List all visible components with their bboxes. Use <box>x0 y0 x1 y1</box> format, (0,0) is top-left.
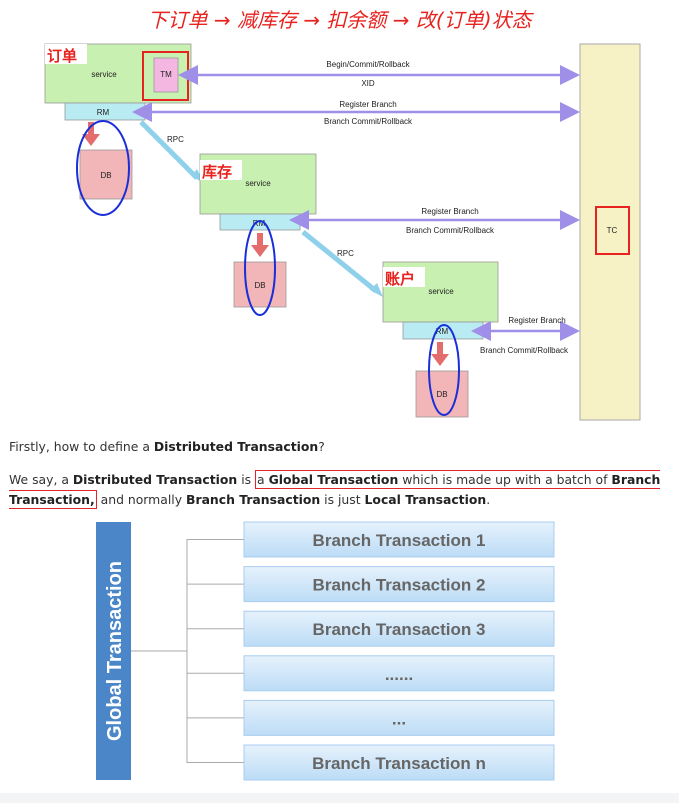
order-db-label: DB <box>100 171 111 180</box>
rpc-arrow-2 <box>301 230 378 293</box>
global-transaction-label: Global Transaction <box>104 561 126 741</box>
account-label: 账户 <box>385 270 415 288</box>
account-rm-label: RM <box>436 327 449 336</box>
xid-label: XID <box>361 79 375 88</box>
global-transaction-diagram: Global Transaction Branch Transaction 1 B… <box>0 515 679 785</box>
rpc-label-1: RPC <box>167 135 184 144</box>
branch-transaction-box <box>243 610 555 647</box>
inventory-service-label: service <box>245 179 271 188</box>
inventory-register-label: Register Branch <box>421 207 478 216</box>
inventory-label: 库存 <box>202 163 232 181</box>
order-branch-commit-label: Branch Commit/Rollback <box>324 117 413 126</box>
account-service-label: service <box>428 287 454 296</box>
inventory-label-bg <box>200 160 242 180</box>
page-title: 下订单 → 减库存 → 扣余额 → 改(订单)状态 <box>147 8 532 32</box>
order-rm-label: RM <box>97 108 110 117</box>
branch-transaction-label: Branch Transaction 2 <box>313 576 486 595</box>
rpc-label-2: RPC <box>337 249 354 258</box>
bottom-strip <box>0 793 679 803</box>
global-transaction-bar <box>96 522 131 780</box>
branch-transaction-box <box>243 521 555 558</box>
order-register-label: Register Branch <box>339 100 396 109</box>
branch-transaction-label: ...... <box>385 665 413 684</box>
branch-transaction-label: Branch Transaction n <box>312 754 486 773</box>
inventory-rm-label: RM <box>253 219 266 228</box>
architecture-diagram: TC service TM 订单 RM DB Begin/Commit/Roll… <box>41 40 675 424</box>
account-db-label: DB <box>436 390 447 399</box>
paragraph-intro: Firstly, how to define a Distributed Tra… <box>9 439 325 454</box>
tc-highlight <box>595 206 630 255</box>
branch-transaction-box <box>243 566 555 603</box>
inventory-db-arrow <box>251 233 269 257</box>
order-db-box <box>79 149 133 200</box>
inventory-db-label: DB <box>254 281 265 290</box>
order-label-bg <box>45 44 87 64</box>
begin-commit-label: Begin/Commit/Rollback <box>326 60 410 69</box>
branch-transaction-box <box>243 699 555 736</box>
tm-label: TM <box>160 70 172 79</box>
highlight-box: a Global Transaction which is made up wi… <box>9 470 661 509</box>
order-db-arrow <box>82 122 100 146</box>
inventory-db-box <box>233 261 287 308</box>
account-db-ellipse <box>428 324 460 416</box>
account-label-bg <box>383 267 425 287</box>
branch-transaction-box <box>243 655 555 692</box>
tc-label: TC <box>607 226 618 235</box>
account-db-arrow <box>431 342 449 366</box>
order-label: 订单 <box>47 47 77 65</box>
order-service-label: service <box>91 70 117 79</box>
branch-transaction-label: Branch Transaction 3 <box>313 620 486 639</box>
order-db-ellipse <box>76 120 130 216</box>
paragraph-definition: We say, a Distributed Transaction is a G… <box>9 470 661 509</box>
inventory-branch-commit-label: Branch Commit/Rollback <box>406 226 495 235</box>
branch-transaction-box <box>243 744 555 781</box>
account-register-label: Register Branch <box>508 316 565 325</box>
rpc-arrow-2-head <box>370 283 383 297</box>
rpc-arrow-1 <box>139 120 199 180</box>
inventory-db-ellipse <box>244 220 276 316</box>
account-branch-commit-label: Branch Commit/Rollback <box>480 346 569 355</box>
branch-transaction-label: ... <box>392 709 406 728</box>
branch-transaction-label: Branch Transaction 1 <box>313 531 486 550</box>
